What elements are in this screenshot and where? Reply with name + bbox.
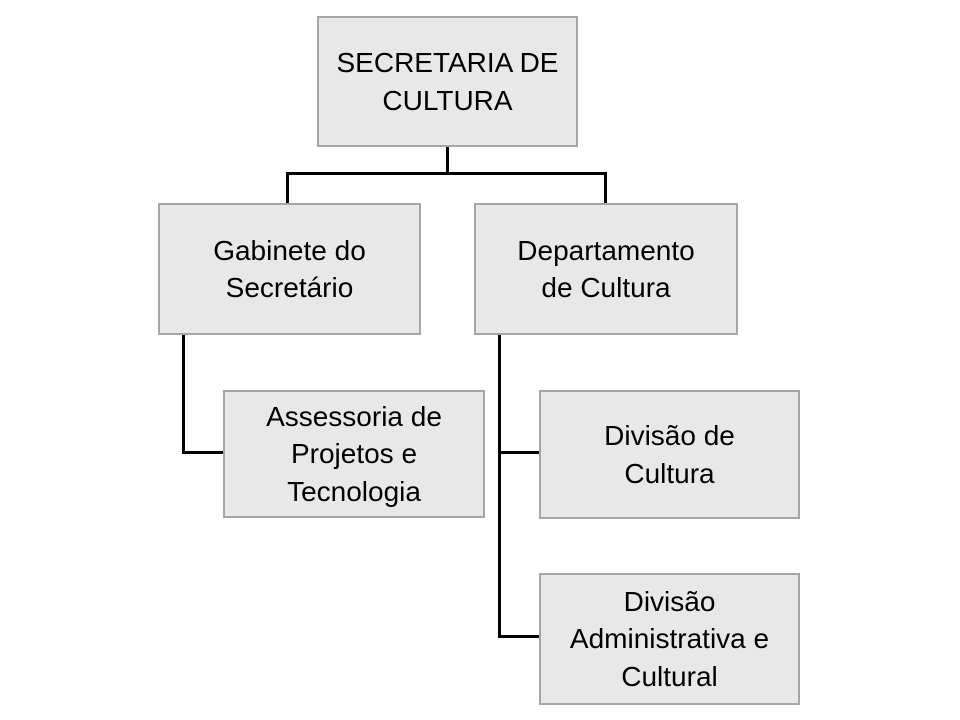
connector-root-stem <box>446 147 449 175</box>
connector-gabinete-stem <box>182 335 185 454</box>
node-label: SECRETARIA DE CULTURA <box>336 47 559 116</box>
connector-drop-departamento <box>604 172 607 203</box>
node-label: Departamento de Cultura <box>517 234 695 303</box>
node-secretaria-de-cultura: SECRETARIA DE CULTURA <box>317 16 578 147</box>
node-departamento-de-cultura: Departamento de Cultura <box>474 203 738 335</box>
connector-level2-bus <box>286 172 607 175</box>
connector-elbow-divisao-cultura <box>498 451 541 454</box>
node-label: Gabinete do Secretário <box>213 234 366 303</box>
node-label: Divisão de Cultura <box>604 420 735 489</box>
node-divisao-de-cultura: Divisão de Cultura <box>539 390 800 519</box>
connector-elbow-divisao-administrativa <box>498 635 541 638</box>
node-label: Divisão Administrativa e Cultural <box>569 586 770 692</box>
node-label: Assessoria de Projetos e Tecnologia <box>266 401 442 507</box>
node-divisao-administrativa-e-cultural: Divisão Administrativa e Cultural <box>539 573 800 705</box>
node-gabinete-do-secretario: Gabinete do Secretário <box>158 203 421 335</box>
connector-drop-gabinete <box>286 172 289 203</box>
node-assessoria-de-projetos-e-tecnologia: Assessoria de Projetos e Tecnologia <box>223 390 485 518</box>
connector-elbow-assessoria <box>182 451 225 454</box>
connector-departamento-stem <box>498 335 501 638</box>
